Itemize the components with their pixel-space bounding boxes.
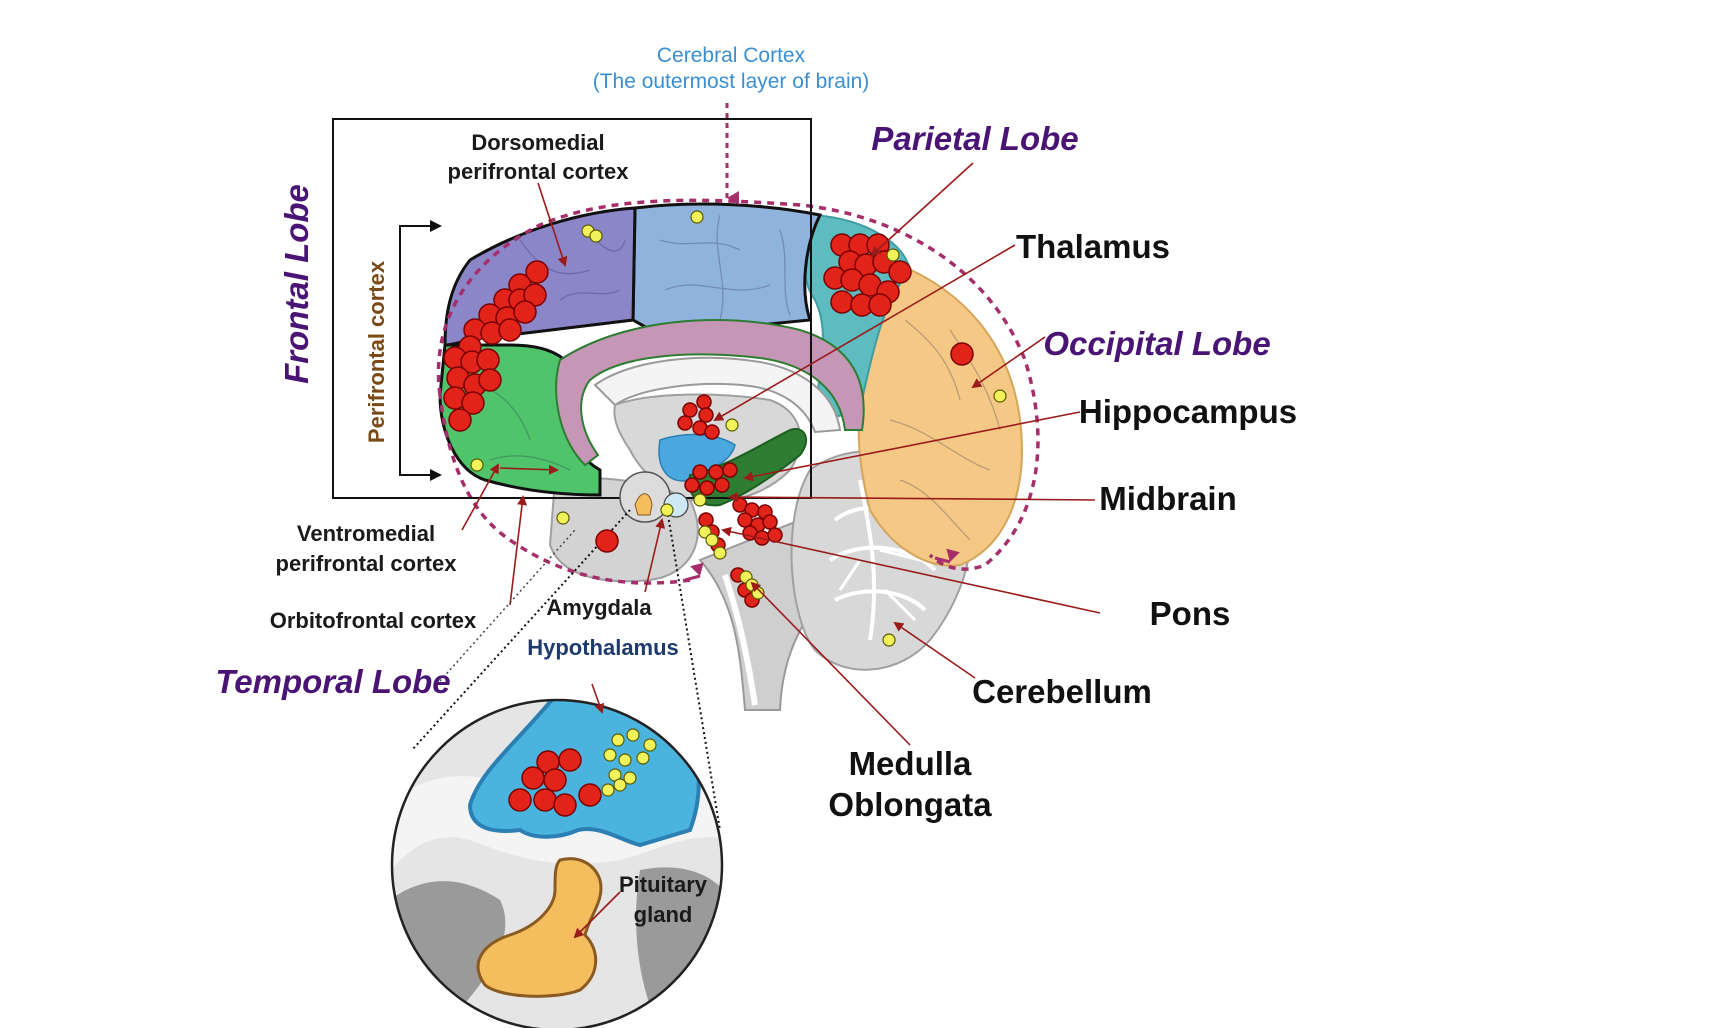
red-marker bbox=[521, 766, 545, 790]
red-marker bbox=[677, 415, 693, 431]
yellow-marker bbox=[613, 778, 627, 792]
red-marker bbox=[950, 342, 974, 366]
red-marker bbox=[696, 394, 712, 410]
red-marker bbox=[682, 402, 698, 418]
yellow-marker bbox=[643, 738, 657, 752]
frontal-lobe-box bbox=[332, 118, 812, 499]
yellow-marker bbox=[589, 229, 603, 243]
cingulate-region bbox=[555, 319, 865, 467]
medulla-label-line1: Medulla bbox=[849, 745, 972, 782]
yellow-marker bbox=[556, 511, 570, 525]
pituitary-zoom-shape bbox=[476, 857, 603, 998]
pons-label: Pons bbox=[1150, 595, 1231, 632]
yellow-marker bbox=[611, 733, 625, 747]
hippocampus-label: Hippocampus bbox=[1079, 393, 1297, 430]
perifrontal-bracket bbox=[399, 225, 440, 476]
yellow-marker bbox=[470, 458, 484, 472]
yellow-marker bbox=[618, 753, 632, 767]
cerebral-cortex-outline bbox=[436, 198, 1040, 585]
medulla-label-line2: Oblongata bbox=[828, 786, 992, 823]
thalamus-label: Thalamus bbox=[1016, 228, 1170, 265]
expression-markers bbox=[443, 210, 1007, 817]
midbrain-label: Midbrain bbox=[1099, 480, 1237, 517]
amygdala-label: Amygdala bbox=[546, 595, 652, 620]
parietal-region bbox=[631, 202, 823, 337]
red-marker bbox=[448, 408, 472, 432]
yellow-marker bbox=[886, 248, 900, 262]
red-marker bbox=[595, 529, 619, 553]
red-marker bbox=[525, 260, 549, 284]
temporal-lobe-label: Temporal Lobe bbox=[215, 663, 450, 700]
red-marker bbox=[737, 512, 753, 528]
red-marker bbox=[708, 464, 724, 480]
dorsomedial-label-line1: Dorsomedial bbox=[471, 130, 604, 155]
red-marker bbox=[513, 300, 537, 324]
yellow-marker bbox=[993, 389, 1007, 403]
red-marker bbox=[868, 293, 892, 317]
hypothalamus-label: Hypothalamus bbox=[527, 635, 679, 660]
red-marker bbox=[698, 407, 714, 423]
orbitofrontal-label: Orbitofrontal cortex bbox=[270, 608, 477, 633]
red-marker bbox=[714, 477, 730, 493]
red-marker bbox=[722, 462, 738, 478]
perifrontal-label: Perifrontal cortex bbox=[364, 260, 389, 443]
red-marker bbox=[692, 464, 708, 480]
occipital-lobe-label: Occipital Lobe bbox=[1043, 325, 1270, 362]
pituitary-label-line1: Pituitary bbox=[619, 872, 708, 897]
pointer-arrows bbox=[439, 162, 1101, 939]
cerebellum-label: Cerebellum bbox=[972, 673, 1152, 710]
frontal-lobe-label: Frontal Lobe bbox=[278, 184, 315, 384]
yellow-marker bbox=[882, 633, 896, 647]
yellow-marker bbox=[705, 533, 719, 547]
pituitary-label-line2: gland bbox=[634, 902, 693, 927]
pituitary-zoom bbox=[392, 700, 722, 1028]
red-marker bbox=[476, 348, 500, 372]
yellow-marker bbox=[636, 751, 650, 765]
ventromedial-label-line2: perifrontal cortex bbox=[276, 551, 458, 576]
red-marker bbox=[578, 783, 602, 807]
yellow-marker bbox=[725, 418, 739, 432]
cerebral-cortex-label: Cerebral Cortex bbox=[657, 44, 806, 67]
yellow-marker bbox=[626, 728, 640, 742]
yellow-marker bbox=[713, 546, 727, 560]
red-marker bbox=[461, 391, 485, 415]
yellow-marker bbox=[601, 783, 615, 797]
red-marker bbox=[684, 477, 700, 493]
red-marker bbox=[704, 424, 720, 440]
yellow-marker bbox=[623, 771, 637, 785]
corpus-callosum bbox=[593, 356, 842, 434]
dorsomedial-label-line2: perifrontal cortex bbox=[448, 159, 630, 184]
yellow-marker bbox=[603, 748, 617, 762]
red-marker bbox=[478, 368, 502, 392]
parietal-lobe-label: Parietal Lobe bbox=[871, 120, 1078, 157]
red-marker bbox=[498, 318, 522, 342]
yellow-marker bbox=[660, 503, 674, 517]
yellow-marker bbox=[690, 210, 704, 224]
red-marker bbox=[543, 768, 567, 792]
red-marker bbox=[558, 748, 582, 772]
red-marker bbox=[553, 793, 577, 817]
red-marker bbox=[888, 260, 912, 284]
ventromedial-label-line1: Ventromedial bbox=[297, 521, 435, 546]
red-marker bbox=[508, 788, 532, 812]
yellow-marker bbox=[693, 493, 707, 507]
red-marker bbox=[699, 480, 715, 496]
red-marker bbox=[762, 514, 778, 530]
cerebral-cortex-sublabel: (The outermost layer of brain) bbox=[593, 70, 870, 93]
red-marker bbox=[533, 788, 557, 812]
red-marker bbox=[830, 290, 854, 314]
